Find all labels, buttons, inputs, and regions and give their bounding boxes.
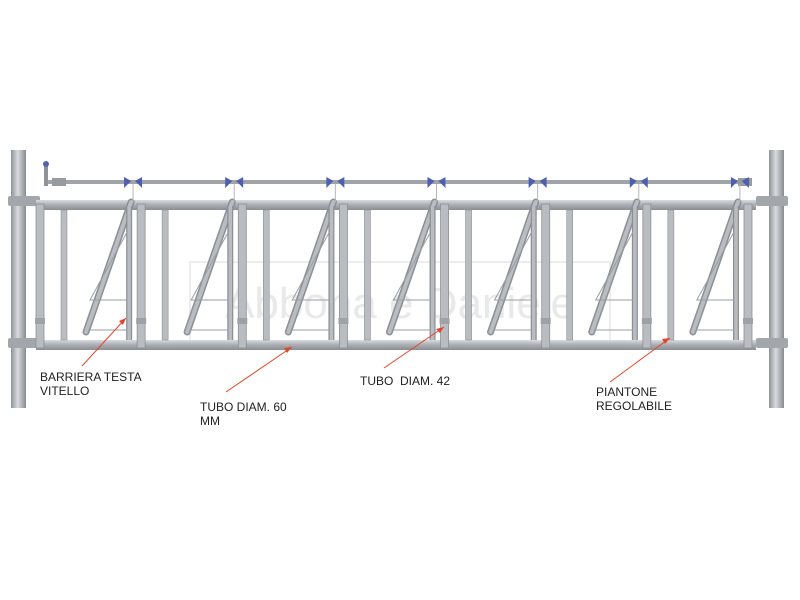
stanchion-6: [642, 203, 652, 349]
leader-arrow-barriera: [119, 318, 126, 325]
clamp-left-bottom: [8, 338, 40, 348]
leader-tubo42: [383, 326, 445, 369]
stanchion-3: [339, 203, 348, 349]
control-rod-sleeve-left: [52, 178, 66, 186]
lever-clip-right-icon-0: [135, 177, 143, 188]
leader-arrow-piantone: [662, 338, 670, 344]
lever-clip-left-icon-4: [528, 177, 536, 188]
stanchion-collar-0: [35, 318, 45, 324]
wire-guide-5: [594, 231, 634, 301]
wire-guide-2: [291, 231, 330, 301]
stanchion-collar-5: [540, 318, 551, 324]
label-tubo-60: TUBO DIAM. 60 MM: [200, 400, 287, 428]
stanchion-5: [541, 203, 551, 349]
label-piantone-regolabile: PIANTONE REGOLABILE: [596, 385, 673, 413]
bottom-rail: [36, 340, 756, 350]
leader-barriera: [81, 317, 127, 367]
lever-clip-left-icon-3: [427, 177, 435, 188]
stanchion-1: [136, 203, 146, 349]
lever-clip-left-icon-6: [730, 177, 738, 188]
clamp-left-top: [8, 196, 40, 206]
label-tubo-42: TUBO DIAM. 42: [360, 374, 451, 388]
wire-guide-0: [89, 231, 128, 301]
inner-upright-0: [60, 209, 68, 341]
left-post: [11, 150, 26, 408]
stanchion-0: [35, 203, 45, 349]
leader-piantone: [609, 337, 671, 383]
lever-clip-right-icon-4: [539, 177, 547, 188]
lever-clip-left-icon-2: [326, 177, 334, 188]
lever-clip-right-icon-2: [337, 177, 345, 188]
stanchion-collar-1: [136, 318, 147, 324]
control-rod: [46, 180, 752, 184]
lever-clip-left-icon-1: [225, 177, 233, 188]
stanchion-collar-4: [439, 318, 450, 324]
stanchion-collar-7: [743, 318, 753, 324]
inner-upright-2: [262, 209, 270, 341]
stanchion-7: [743, 203, 753, 349]
leader-tubo60: [225, 346, 293, 393]
handle-knob-icon: [43, 161, 49, 167]
leader-arrow-tubo42: [436, 327, 444, 333]
wire-guide-6: [696, 231, 735, 301]
stanchion-collar-3: [338, 318, 349, 324]
lever-clip-left-icon-5: [629, 177, 637, 188]
lever-clip-right-icon-6: [741, 177, 749, 188]
wire-guide-1: [190, 231, 229, 301]
stanchion-4: [440, 203, 449, 349]
clamp-right-top: [756, 196, 788, 206]
wire-guide-3: [392, 231, 432, 301]
right-post: [769, 150, 784, 408]
lever-clip-right-icon-1: [236, 177, 244, 188]
leader-arrow-tubo60: [284, 347, 292, 353]
inner-upright-5: [566, 209, 574, 341]
control-rod-handle: [44, 164, 48, 186]
top-rail: [36, 200, 756, 210]
lever-clip-right-icon-5: [640, 177, 648, 188]
lever-clip-left-icon-0: [124, 177, 132, 188]
inner-upright-4: [465, 209, 472, 341]
wire-guide-4: [493, 231, 533, 301]
inner-upright-6: [667, 209, 675, 341]
stanchion-collar-2: [237, 318, 248, 324]
stanchion-2: [237, 203, 247, 349]
bays-group: [35, 177, 753, 349]
inner-upright-3: [364, 209, 371, 341]
label-barriera-testa-vitello: BARRIERA TESTA VITELLO: [40, 370, 142, 398]
clamp-right-bottom: [756, 338, 788, 348]
stanchion-collar-6: [641, 318, 652, 324]
lever-clip-right-icon-3: [438, 177, 446, 188]
inner-upright-1: [161, 209, 169, 341]
